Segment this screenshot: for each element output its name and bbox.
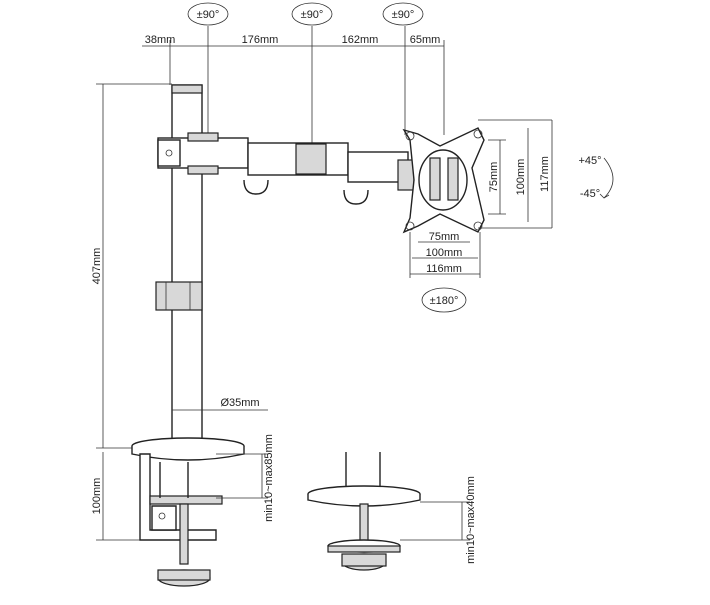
grommet-range-label: min10~max40mm [465,476,477,564]
arm [157,132,415,205]
rotation-joint1-text: ±90° [197,9,220,21]
rotation-joint2-text: ±90° [301,9,324,21]
arm-seg4-label: 65mm [410,34,441,46]
arm-seg1-label: 38mm [145,34,176,46]
arm-seg3-label: 162mm [342,34,379,46]
tilt-up-label: +45° [578,155,601,167]
vesa-v-117-label: 117mm [539,156,551,192]
grommet-dimensions: min10~max40mm [400,476,477,564]
pole-diameter-dimension: Ø35mm [172,397,268,411]
rotation-label-joint1: ±90° [187,2,229,26]
tilt-down-label: -45° [580,188,600,200]
pole-collar [155,281,203,311]
vesa-vertical-dimensions: 75mm 100mm 117mm [478,119,553,229]
vesa-plate [402,127,485,234]
pole-diameter-label: Ø35mm [220,397,259,409]
rotation-label-plate: ±180° [421,287,467,313]
rotation-plate-text: ±180° [430,295,459,307]
pole-height-dimension: 407mm [91,83,172,449]
vesa-v-75-label: 75mm [488,162,500,193]
grommet-mount [307,452,421,571]
vesa-h-116-label: 116mm [426,263,462,275]
rotation-label-joint3: ±90° [382,2,424,26]
rotation-joint3-text: ±90° [392,9,415,21]
pole-height-label: 407mm [91,248,103,285]
vesa-v-100-label: 100mm [515,159,527,196]
vesa-horizontal-dimensions: 75mm 100mm 116mm [409,231,481,278]
clamp-dimensions: 100mm min10~max85mm [91,434,275,541]
vesa-h-100-label: 100mm [426,247,463,259]
clamp-range-label: min10~max85mm [263,434,275,522]
desk-clamp [131,437,245,587]
arm-dimension-line: 38mm 176mm 162mm 65mm [142,26,445,145]
clamp-height-label: 100mm [91,478,103,515]
rotation-label-joint2: ±90° [291,2,333,26]
vesa-h-75-label: 75mm [429,231,460,243]
tilt-indicator: +45° -45° [578,155,614,200]
arm-seg2-label: 176mm [242,34,279,46]
